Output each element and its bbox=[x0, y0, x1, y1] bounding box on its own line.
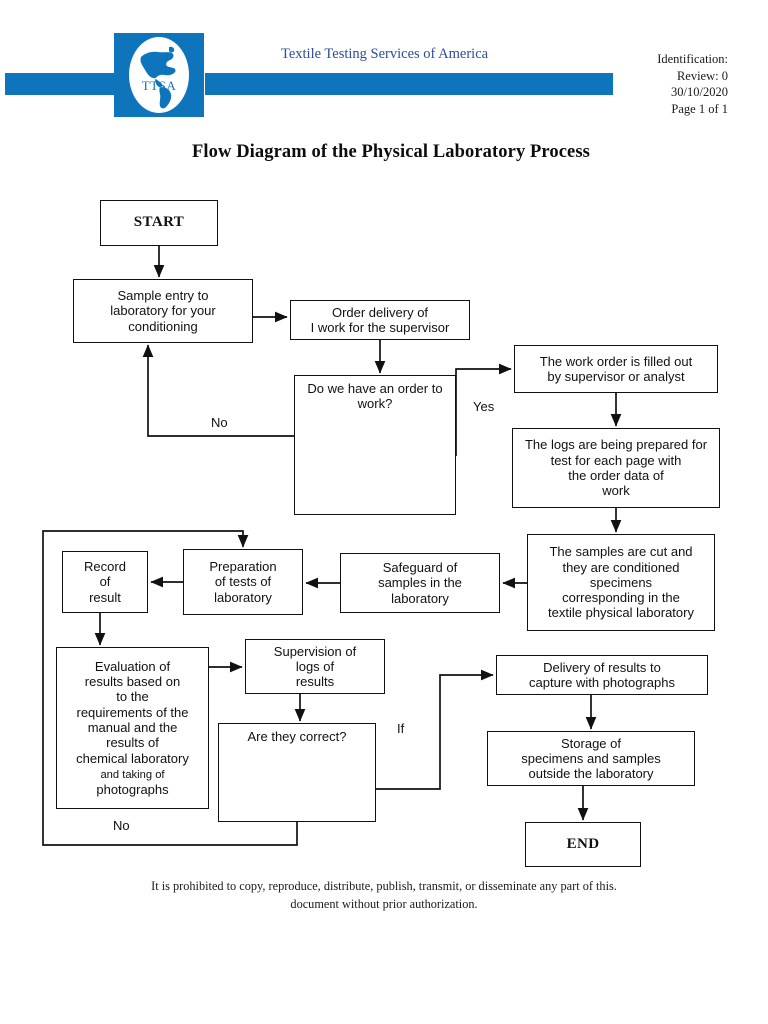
node-label: START bbox=[133, 214, 185, 231]
ttsa-logo: TTSA bbox=[114, 33, 204, 117]
page-title: Flow Diagram of the Physical Laboratory … bbox=[192, 142, 590, 162]
edge-label-if: If bbox=[397, 721, 405, 736]
page-number: Page 1 of 1 bbox=[671, 101, 728, 116]
globe-icon bbox=[129, 37, 189, 113]
edge-label-yes-order: Yes bbox=[473, 399, 495, 414]
node-start: START bbox=[100, 200, 218, 246]
identification-label: Identification: bbox=[657, 52, 728, 66]
footer-line-2: document without prior authorization. bbox=[290, 896, 478, 911]
document-header: TTSA Textile Testing Services of America… bbox=[0, 0, 768, 135]
node-decision-correct: Are they correct? bbox=[218, 723, 376, 822]
document-meta: Identification: Review: 0 30/10/2020 Pag… bbox=[657, 51, 728, 117]
header-bar-right bbox=[205, 73, 613, 95]
header-bar-left bbox=[5, 73, 117, 95]
footer-line-1: It is prohibited to copy, reproduce, dis… bbox=[151, 879, 617, 893]
edge-label-no-order: No bbox=[211, 415, 228, 430]
document-date: 30/10/2020 bbox=[671, 85, 728, 99]
review-label: Review: 0 bbox=[676, 68, 728, 83]
node-end: END bbox=[525, 822, 641, 867]
company-name: Textile Testing Services of America bbox=[281, 46, 489, 62]
edge-label-no-correct: No bbox=[113, 818, 130, 833]
ttsa-logo-text: TTSA bbox=[141, 77, 177, 93]
node-label: END bbox=[566, 835, 600, 852]
node-label: Are they correct? bbox=[247, 729, 347, 744]
document-footer: It is prohibited to copy, reproduce, dis… bbox=[0, 878, 768, 914]
